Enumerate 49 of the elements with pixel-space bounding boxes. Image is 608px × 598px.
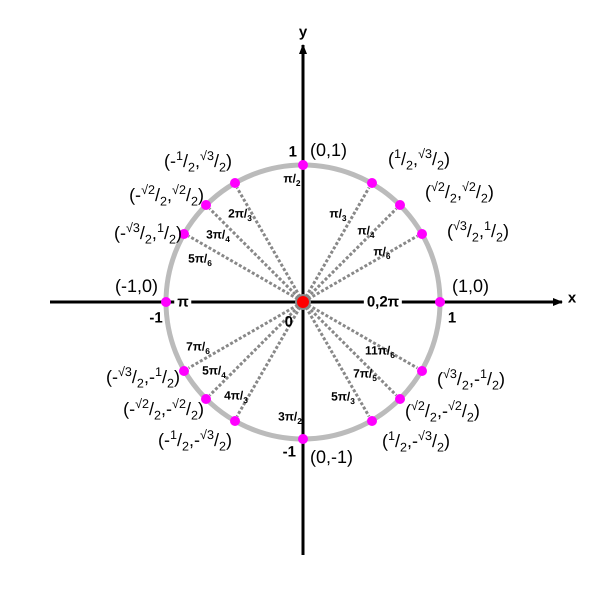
angle-label: π/$_{6}$ (373, 246, 391, 260)
coordinate-label: ($^{√3}$/$_{2}$,$^{1}$/$_{2}$) (446, 220, 509, 244)
coordinate-label: (-$^{√2}$/$_{2}$,-$^{√2}$/$_{2}$) (123, 398, 204, 422)
angle-ray (306, 208, 398, 299)
angle-ray (306, 305, 398, 396)
coordinate-label: ($^{1}$/$_{2}$,$^{√3}$/$_{2}$) (388, 148, 450, 172)
coordinate-label: ($^{√2}$/$_{2}$,-$^{√2}$/$_{2}$) (404, 400, 480, 424)
coordinate-label: (0,1) (310, 141, 348, 159)
axis-label: y (298, 24, 308, 40)
coordinate-label: (0,-1) (310, 448, 354, 466)
axis-label: x (568, 290, 576, 306)
coordinate-label: (1,0) (452, 277, 490, 295)
angle-ray (304, 186, 370, 298)
tick-label: 1 (448, 310, 456, 326)
angle-ray (188, 304, 299, 370)
coordinate-label: ($^{√3}$/$_{2}$,-$^{1}$/$_{2}$) (436, 368, 505, 392)
angle-ray (236, 186, 302, 298)
angle-label: 2π/$_{3}$ (228, 208, 252, 222)
angle-label: 3π/$_{2}$ (278, 410, 302, 426)
angle-ray (307, 304, 418, 370)
angle-ray (307, 234, 418, 300)
coordinate-label: (-$^{√3}$/$_{2}$,$^{1}$/$_{2}$) (114, 222, 182, 246)
coordinate-label: ($^{1}$/$_{2}$,-$^{√3}$/$_{2}$) (382, 430, 450, 454)
angle-label: 7π/$_{5}$ (353, 368, 377, 382)
coordinate-label: (-$^{√3}$/$_{2}$,-$^{1}$/$_{2}$) (106, 366, 180, 390)
angle-label: π/$_{3}$ (329, 208, 347, 222)
angle-ray (304, 306, 370, 418)
angle-ray (188, 234, 299, 300)
coordinate-label: (-1,0) (114, 277, 158, 295)
angle-label: 5π/$_{3}$ (331, 390, 355, 406)
angle-label: 3π/$_{4}$ (206, 228, 230, 244)
coordinate-label: ($^{√2}$/$_{2}$,$^{√2}$/$_{2}$) (424, 180, 494, 206)
angle-label: 7π/$_{6}$ (186, 340, 210, 356)
coordinate-label: (-$^{√2}$/$_{2}$,$^{√2}$/$_{2}$) (129, 184, 204, 208)
angle-label: 5π/$_{4}$ (202, 364, 226, 380)
angle-label: 4π/$_{3}$ (224, 390, 248, 404)
coordinate-label: (-$^{1}$/$_{2}$,-$^{√3}$/$_{2}$) (158, 428, 232, 454)
angle-label: 5π/$_{6}$ (188, 252, 212, 268)
angle-ray (208, 305, 300, 396)
tick-label: -1 (282, 444, 296, 460)
angle-ray (208, 208, 300, 299)
angle-label: 0 (284, 314, 293, 330)
angle-ray (236, 306, 302, 418)
coordinate-label: (-$^{1}$/$_{2}$,$^{√3}$/$_{2}$) (164, 150, 232, 174)
angle-label: π/$_{4}$ (357, 224, 375, 240)
tick-label: -1 (149, 310, 163, 326)
angle-label: 11π/$_{6}$ (365, 344, 395, 360)
angle-label: π/$_{2}$ (283, 172, 301, 188)
tick-label: 1 (288, 144, 297, 160)
